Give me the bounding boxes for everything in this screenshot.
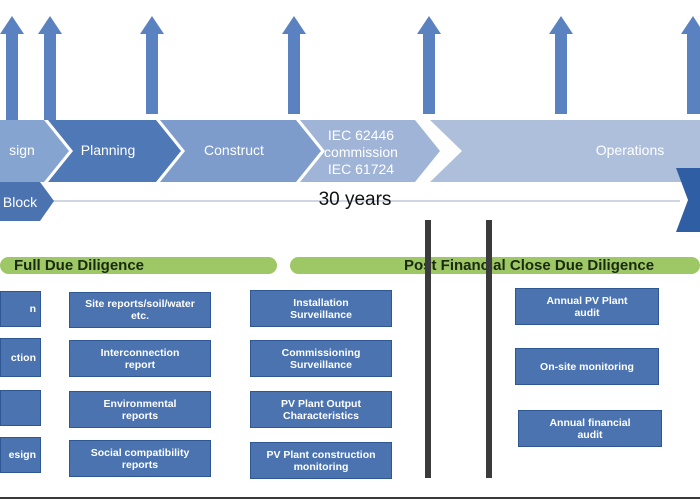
post-dd-bar [290, 257, 700, 274]
box-text: Characteristics [283, 409, 359, 422]
commission-line-1: IEC 62446 [327, 127, 395, 143]
phase-commission-shape [300, 120, 440, 182]
full-dd-title: Full Due Diligence [14, 257, 145, 274]
separator-line [486, 220, 492, 478]
box-text: audit [574, 306, 600, 319]
timeline [0, 168, 700, 232]
box-text: Surveillance [290, 308, 352, 321]
up-arrow-icon [0, 16, 24, 120]
box-text: monitoring [293, 460, 349, 473]
box-text: On-site monitoring [540, 360, 634, 373]
box-text: ction [10, 351, 36, 364]
phase-planning-shape [48, 120, 181, 182]
box-text: reports [121, 409, 159, 422]
box-text: PV Plant construction [266, 448, 376, 461]
phase-planning-label: Planning [80, 142, 136, 158]
milestone-arrows [0, 16, 700, 120]
phase-design-label: sign [9, 142, 35, 158]
full-dd-bar [0, 257, 277, 274]
box-text: Site reports/soil/water [85, 298, 195, 310]
box-text: PV Plant Output [281, 397, 361, 410]
box-text: Environmental [103, 397, 177, 410]
phase-construct-label: Construct [204, 142, 264, 158]
box-text: Surveillance [290, 358, 352, 371]
up-arrow-icon [140, 16, 164, 114]
up-arrow-icon [681, 16, 700, 114]
box-text: n [29, 303, 36, 315]
box-text: Installation [293, 296, 349, 309]
bottom-border [0, 497, 700, 499]
box-col0-3 [0, 390, 41, 426]
phase-commission-label: IEC 62446 commission IEC 61724 [322, 127, 400, 178]
block-start-arrow [0, 182, 54, 221]
box-onsite-monitoring: On-site monitoring [515, 348, 659, 385]
up-arrow-icon [549, 16, 573, 114]
box-col0-1: n [0, 291, 41, 327]
box-text: Interconnection [100, 346, 180, 359]
box-text: report [124, 358, 156, 371]
box-text: reports [121, 458, 159, 471]
separator-line [425, 220, 431, 478]
phase-construct-shape [160, 120, 321, 182]
phase-band [0, 120, 700, 182]
up-arrow-icon [282, 16, 306, 114]
box-text: Annual PV Plant [546, 294, 628, 307]
phase-design-shape [0, 120, 69, 182]
phase-operations-shape [430, 120, 700, 182]
duration-label: 30 years [318, 189, 392, 210]
box-text: audit [577, 428, 603, 441]
box-text: etc. [130, 310, 150, 322]
commission-line-2: commission [324, 144, 398, 160]
commission-line-3: IEC 61724 [327, 161, 395, 177]
box-col0-4: esign [0, 437, 41, 473]
up-arrow-icon [417, 16, 441, 114]
block-label: Block [2, 194, 38, 210]
box-text: Social compatibility [90, 446, 190, 459]
box-text: esign [8, 449, 36, 461]
box-text: Annual financial [549, 416, 631, 429]
post-dd-title: Post Financial Close Due Diligence [404, 257, 655, 274]
phase-operations-label: Operations [595, 142, 665, 158]
up-arrow-icon [38, 16, 62, 120]
box-text: Commissioning [281, 346, 361, 359]
block-end-arrow [676, 168, 700, 232]
box-col0-2: ction [0, 338, 41, 377]
